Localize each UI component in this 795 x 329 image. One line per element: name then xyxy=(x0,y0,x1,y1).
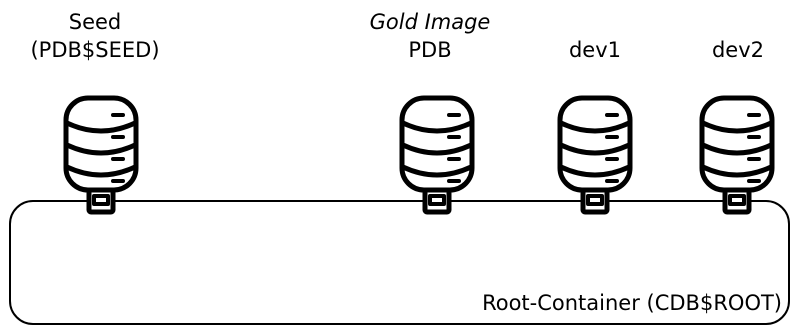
dev1-database-icon xyxy=(557,95,633,215)
root-container-label: Root-Container (CDB$ROOT) xyxy=(482,291,782,315)
dev2-label-line1 xyxy=(688,8,788,36)
dev2-database-icon xyxy=(699,95,775,215)
seed-label-line1: Seed xyxy=(68,10,122,34)
dev2-label: dev2 xyxy=(688,8,788,64)
seed-label-line2: (PDB$SEED) xyxy=(30,38,160,62)
dev1-label-line1 xyxy=(545,8,645,36)
root-container: Root-Container (CDB$ROOT) xyxy=(9,200,790,325)
dev2-label-line2: dev2 xyxy=(711,38,765,62)
gold-image-label-line2: PDB xyxy=(408,38,452,62)
dev1-label: dev1 xyxy=(545,8,645,64)
gold-image-label: Gold Image PDB xyxy=(355,8,505,64)
gold-image-label-line1: Gold Image xyxy=(369,10,491,34)
seed-database-icon xyxy=(63,95,139,215)
gold-image-database-icon xyxy=(399,95,475,215)
seed-label: Seed (PDB$SEED) xyxy=(15,8,175,64)
dev1-label-line2: dev1 xyxy=(568,38,622,62)
